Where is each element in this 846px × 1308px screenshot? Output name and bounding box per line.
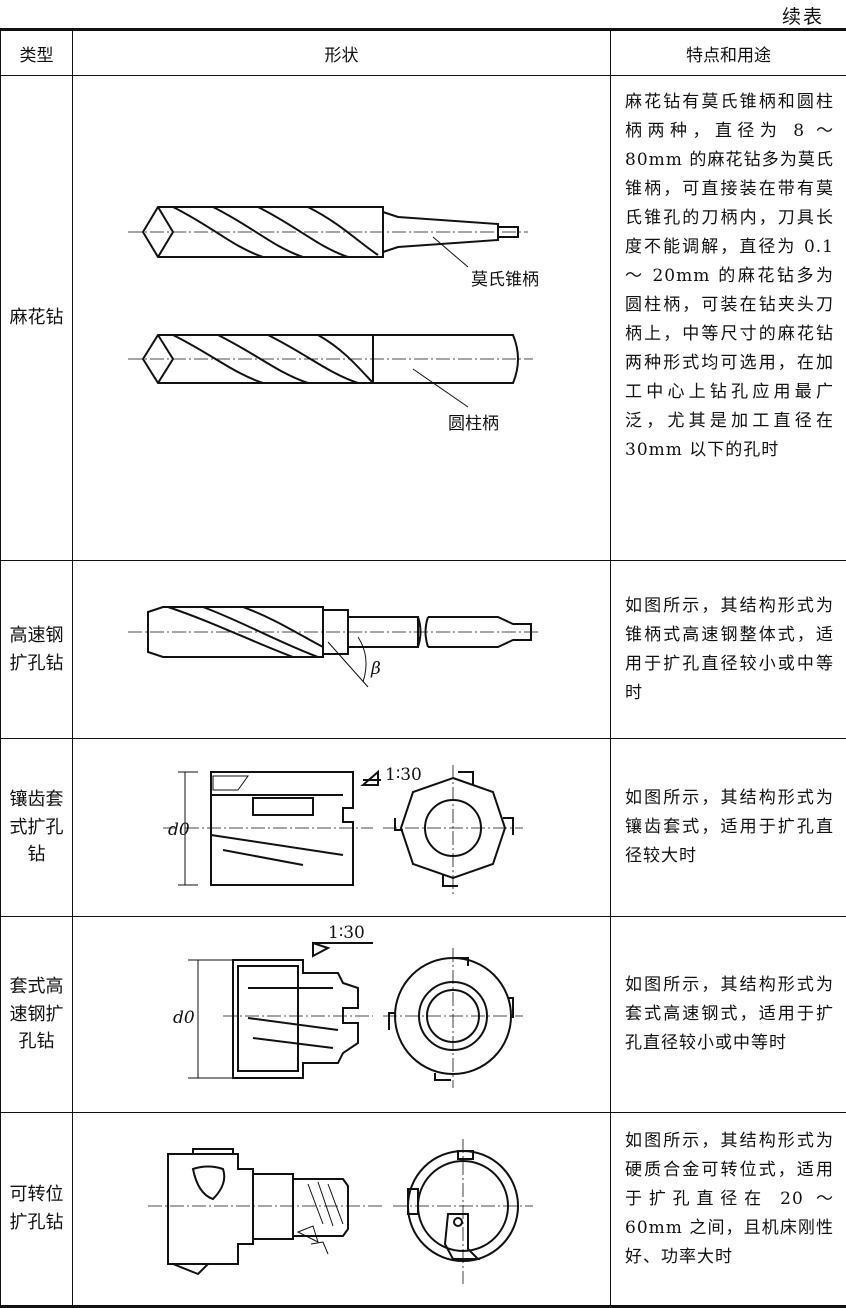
desc-cell: 如图所示，其结构形式为套式高速钢式，适用于扩孔直径较小或中等时	[610, 916, 846, 1113]
table-row: 套式高速钢扩孔钻 1∶30 d0 如图所示，其结构形式为套式高速钢式，适用于扩	[0, 916, 846, 1113]
hss-core-drill-drawing: β	[128, 605, 538, 687]
shell-hss-drill-drawing: 1∶30 d0	[173, 923, 523, 1088]
desc-cell: 如图所示，其结构形式为镶齿套式，适用于扩孔直径较大时	[610, 738, 846, 917]
header-features: 特点和用途	[610, 29, 846, 76]
twist-drill-drawing: 莫氏锥柄 圆柱柄	[128, 205, 539, 434]
helix-angle-label: β	[370, 659, 381, 679]
table-row: 镶齿套式扩孔钻 d0 1∶30 如图所示，其结构形式为镶齿套式，适用于扩孔直径	[0, 738, 846, 917]
indexable-drill-drawing	[148, 1139, 533, 1284]
diameter-label: d0	[168, 820, 190, 840]
inserted-shell-drill-drawing: d0 1∶30	[163, 764, 523, 895]
header-row: 类型 形状 特点和用途	[0, 29, 846, 76]
table-row: 麻花钻 莫氏锥柄 圆柱柄 麻花钻有莫氏锥柄	[0, 75, 846, 561]
morse-taper-label: 莫氏锥柄	[471, 270, 539, 290]
hss-core-drill-figure: β	[72, 560, 611, 739]
shell-hss-drill-figure: 1∶30 d0	[72, 916, 611, 1113]
type-cell: 麻花钻	[0, 75, 73, 561]
drill-table: 类型 形状 特点和用途 麻花钻 莫氏锥柄	[0, 28, 846, 1308]
continued-label: 续表	[781, 6, 824, 28]
desc-cell: 麻花钻有莫氏锥柄和圆柱柄两种，直径为 8 ～ 80mm 的麻花钻多为莫氏锥柄，可…	[610, 75, 846, 561]
diameter-label-2: d0	[173, 1008, 195, 1028]
header-shape: 形状	[72, 29, 611, 76]
desc-cell: 如图所示，其结构形式为硬质合金可转位式，适用于扩孔直径在 20 ～ 60mm 之…	[610, 1112, 846, 1307]
inserted-shell-drill-figure: d0 1∶30	[72, 738, 611, 917]
straight-shank-label: 圆柱柄	[448, 414, 499, 434]
desc-cell: 如图所示，其结构形式为锥柄式高速钢整体式，适用于扩孔直径较小或中等时	[610, 560, 846, 739]
table-row: 可转位扩孔钻 如图所示，其结构形式为硬质合金可转位式，适用于扩孔直径在 2	[0, 1112, 846, 1307]
indexable-drill-figure	[72, 1112, 611, 1307]
taper-ratio-label: 1∶30	[385, 765, 422, 785]
header-type: 类型	[0, 29, 73, 76]
type-cell: 套式高速钢扩孔钻	[0, 916, 73, 1113]
twist-drill-figure: 莫氏锥柄 圆柱柄	[72, 75, 611, 561]
type-cell: 可转位扩孔钻	[0, 1112, 73, 1307]
type-cell: 高速钢扩孔钻	[0, 560, 73, 739]
type-cell: 镶齿套式扩孔钻	[0, 738, 73, 917]
taper-ratio-label-2: 1∶30	[328, 923, 365, 943]
table-row: 高速钢扩孔钻 β 如图所示，其结构形式为锥柄式高速钢整体式，适用于扩孔直径较小或…	[0, 560, 846, 739]
